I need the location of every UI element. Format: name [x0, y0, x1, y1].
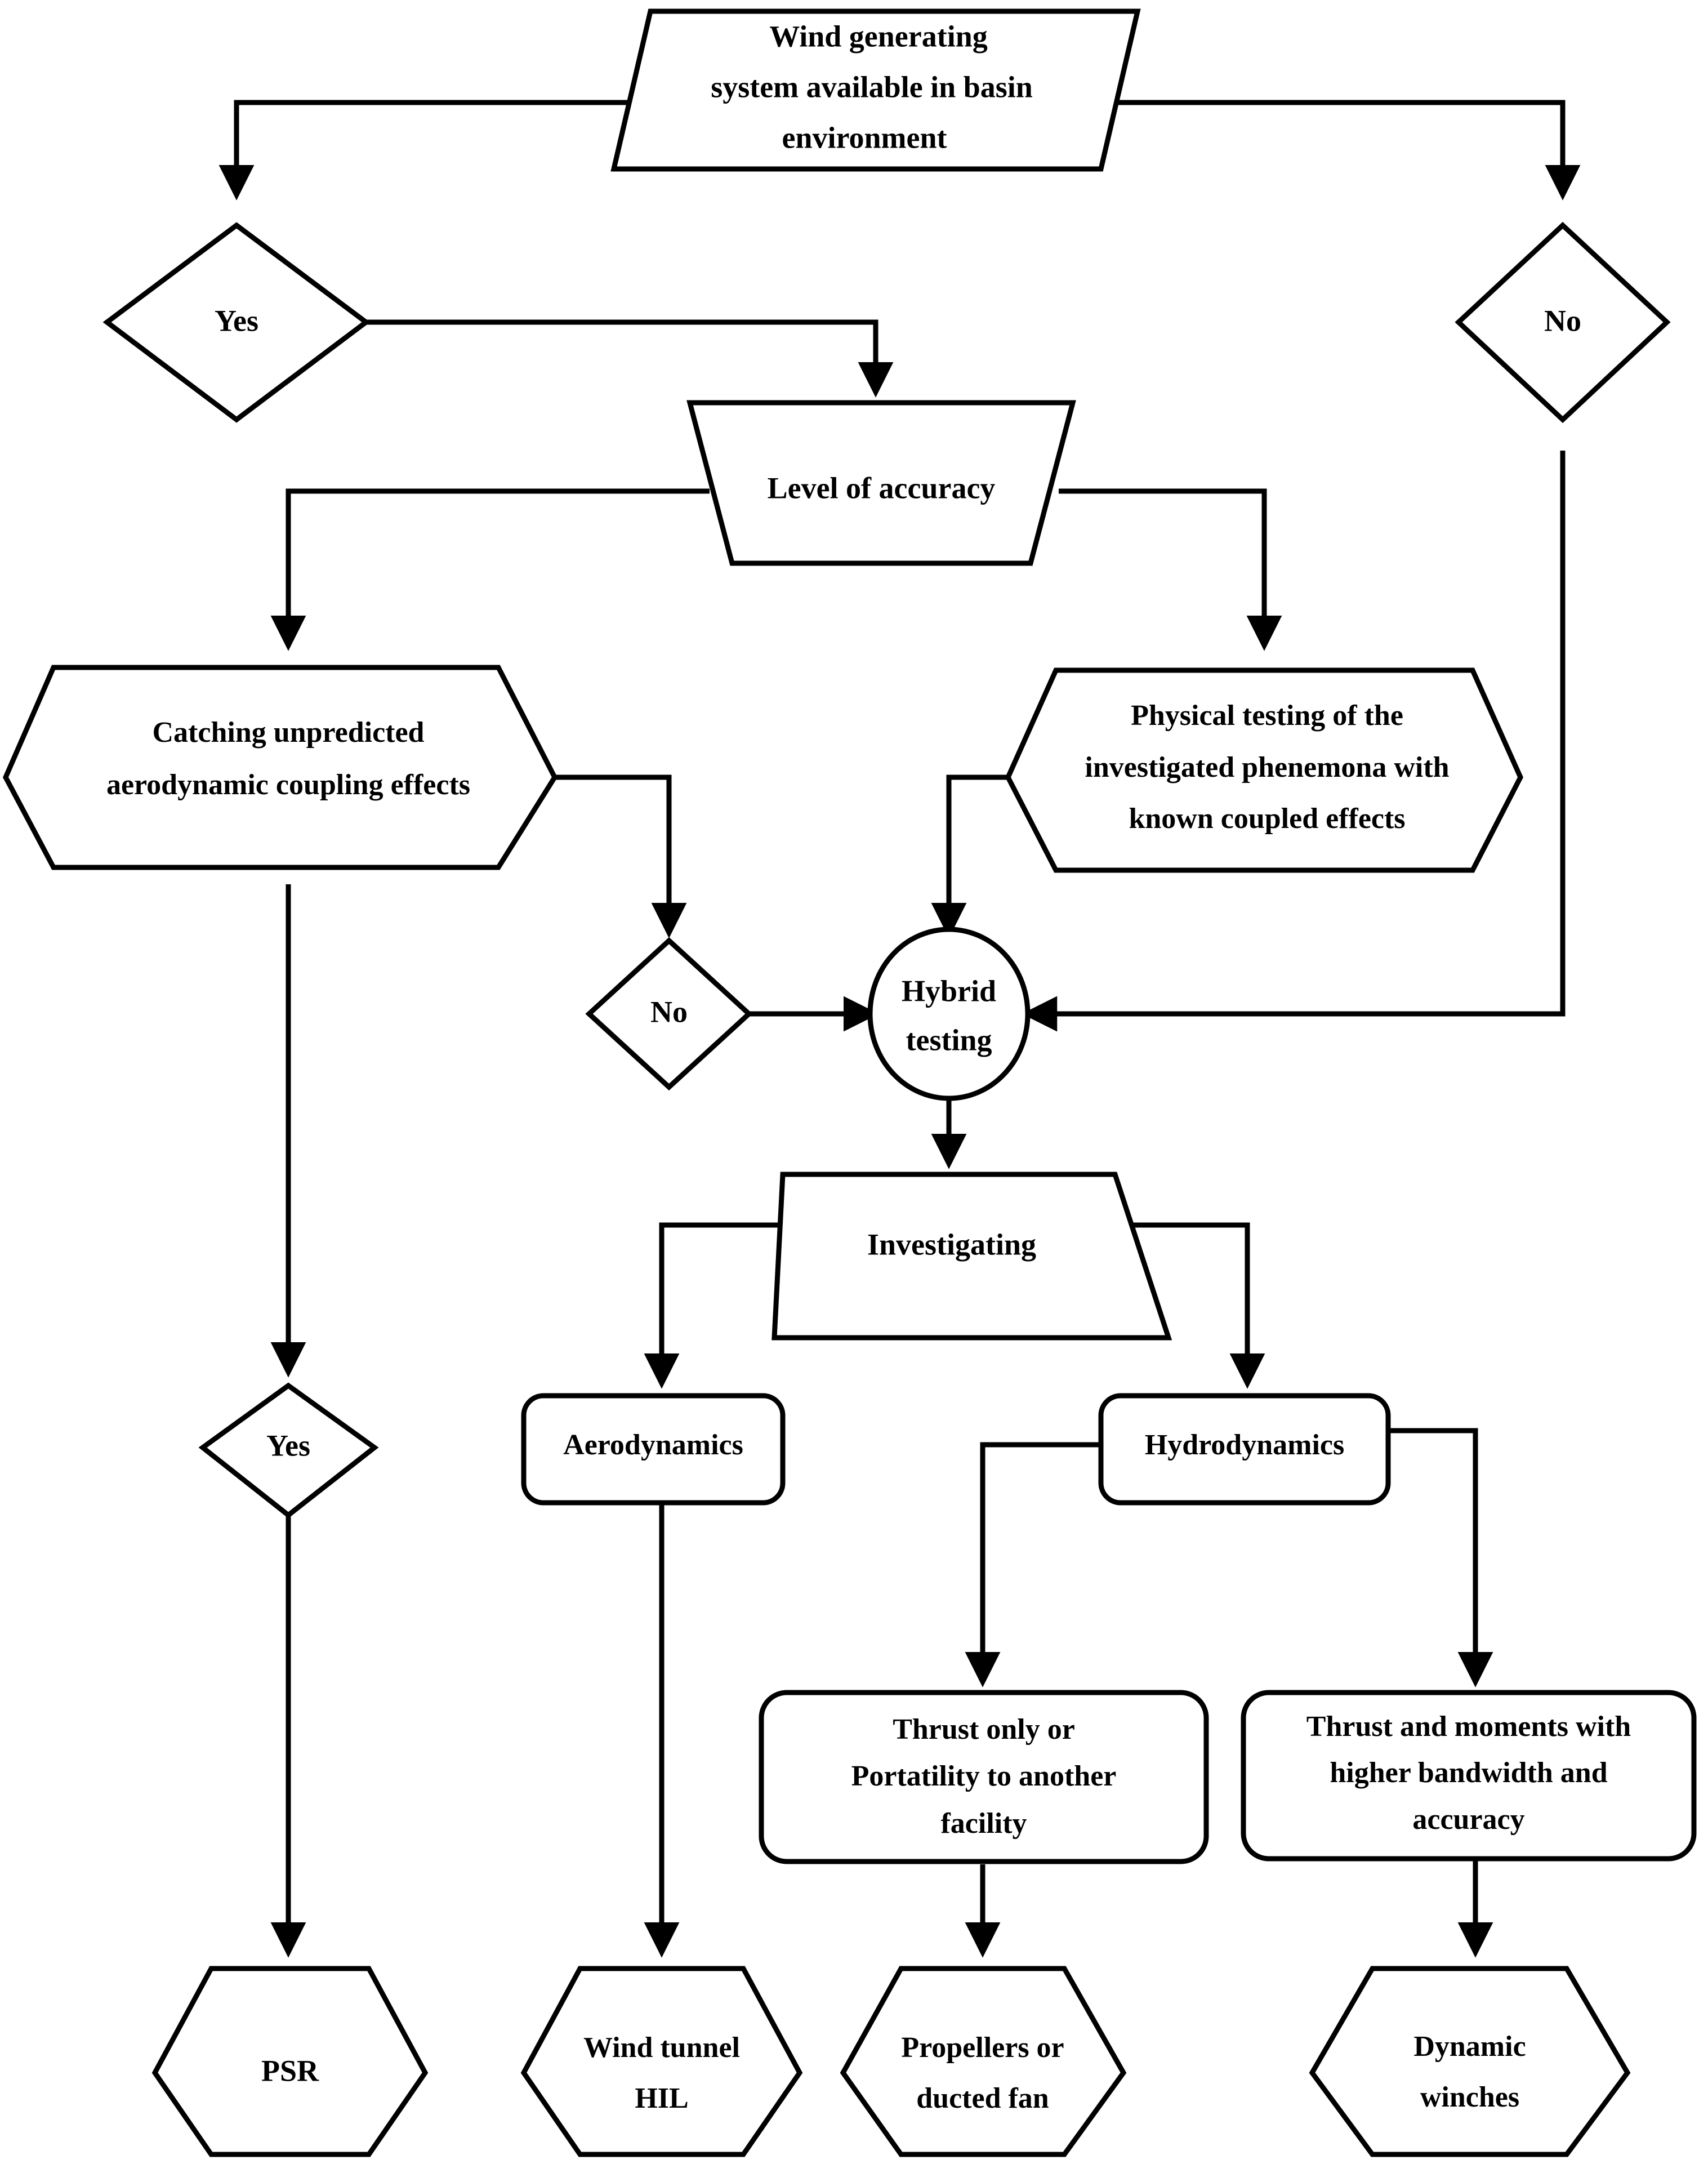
- thrust-only-line-1: Thrust only or: [893, 1713, 1075, 1745]
- level-label: Level of accuracy: [768, 471, 996, 505]
- node-investigating[interactable]: Investigating: [772, 1172, 1172, 1341]
- node-decision-yes-top[interactable]: Yes: [102, 222, 371, 423]
- catching-line-1: Catching unpredicted: [153, 716, 425, 749]
- thrust-only-box-shape: [759, 1690, 1209, 1864]
- yes-top-label: Yes: [215, 304, 258, 337]
- edge-start-to-no: [1118, 100, 1581, 201]
- yes-left-label: Yes: [266, 1428, 310, 1462]
- edge-start-to-yes: [218, 100, 650, 201]
- hybrid-line-2: testing: [906, 1023, 992, 1057]
- node-thrust-moments[interactable]: Thrust and moments with higher bandwidth…: [1241, 1690, 1697, 1862]
- yes-left-diamond-shape: [198, 1382, 379, 1519]
- thrust-moments-line-1: Thrust and moments with: [1306, 1711, 1631, 1743]
- psr-label: PSR: [261, 2054, 319, 2087]
- aerodynamics-box-shape: [521, 1393, 786, 1506]
- node-catching-effects[interactable]: Catching unpredicted aerodynamic couplin…: [3, 665, 558, 870]
- edge-level-to-catching: [270, 488, 710, 651]
- thrust-only-line-3: facility: [940, 1807, 1027, 1840]
- hydrodynamics-box-shape: [1098, 1393, 1391, 1506]
- edge-investigating-to-hydro: [1095, 1222, 1265, 1389]
- thrust-moments-line-2: higher bandwidth and: [1330, 1757, 1607, 1789]
- wind-tunnel-line-1: Wind tunnel: [583, 2032, 740, 2064]
- node-propellers[interactable]: Propellers or ducted fan: [840, 1966, 1127, 2157]
- node-dynamic-winches[interactable]: Dynamic winches: [1309, 1966, 1631, 2157]
- thrust-moments-box-shape: [1241, 1690, 1697, 1862]
- wind-tunnel-line-2: HIL: [635, 2082, 688, 2114]
- hydrodynamics-label: Hydrodynamics: [1145, 1429, 1344, 1461]
- propellers-line-1: Propellers or: [901, 2032, 1064, 2064]
- propellers-hexagon-shape: [840, 1966, 1127, 2157]
- level-trapezoid-shape: [686, 400, 1076, 566]
- start-line-2: system available in basin: [711, 70, 1033, 104]
- no-mid-diamond-shape: [585, 937, 753, 1091]
- edge-catching-to-no: [552, 774, 687, 938]
- dynamic-winches-line-1: Dynamic: [1413, 2030, 1526, 2063]
- edge-investigating-to-aero: [644, 1222, 802, 1389]
- node-hydrodynamics[interactable]: Hydrodynamics: [1098, 1393, 1391, 1506]
- hybrid-line-1: Hybrid: [902, 974, 996, 1008]
- edge-hydro-to-thrustmoments: [1390, 1428, 1493, 1687]
- node-hybrid-testing[interactable]: Hybrid testing: [867, 927, 1031, 1101]
- dynamic-winches-hexagon-shape: [1309, 1966, 1631, 2157]
- propellers-line-2: ducted fan: [916, 2082, 1049, 2114]
- node-decision-no-mid[interactable]: No: [585, 937, 753, 1091]
- catching-hexagon-shape: [3, 665, 558, 870]
- wind-tunnel-hexagon-shape: [520, 1966, 803, 2157]
- node-psr[interactable]: PSR: [151, 1966, 429, 2157]
- edge-physical-to-hybrid: [931, 774, 1011, 938]
- investigating-trapezoid-shape: [772, 1172, 1172, 1341]
- edge-level-to-physical: [1059, 488, 1282, 651]
- no-mid-label: No: [650, 995, 688, 1028]
- physical-line-1: Physical testing of the: [1131, 700, 1403, 732]
- node-start[interactable]: Wind generating system available in basi…: [610, 8, 1141, 172]
- no-top-label: No: [1544, 304, 1581, 337]
- start-parallelogram-shape: [610, 8, 1141, 172]
- start-line-1: Wind generating: [769, 19, 988, 53]
- investigating-label: Investigating: [867, 1227, 1036, 1261]
- node-physical-testing[interactable]: Physical testing of the investigated phe…: [1005, 667, 1523, 873]
- edge-yes-to-level: [360, 319, 894, 398]
- no-top-diamond-shape: [1455, 221, 1671, 424]
- edge-notop-to-hybrid: [1022, 451, 1566, 1032]
- start-line-3: environment: [782, 121, 947, 154]
- thrust-only-line-2: Portatility to another: [851, 1760, 1117, 1792]
- node-decision-yes-left[interactable]: Yes: [198, 1382, 379, 1519]
- node-thrust-only[interactable]: Thrust only or Portatility to another fa…: [759, 1690, 1209, 1864]
- node-decision-no-top[interactable]: No: [1455, 221, 1671, 424]
- physical-hexagon-shape: [1005, 667, 1523, 873]
- thrust-moments-line-3: accuracy: [1412, 1804, 1524, 1836]
- yes-top-diamond-shape: [102, 222, 371, 423]
- physical-line-2: investigated phenemona with: [1085, 751, 1449, 783]
- edge-hydro-to-thrustonly: [965, 1442, 1101, 1687]
- edge-layer: [218, 100, 1581, 1958]
- psr-hexagon-shape: [151, 1966, 429, 2157]
- node-aerodynamics[interactable]: Aerodynamics: [521, 1393, 786, 1506]
- dynamic-winches-line-2: winches: [1420, 2081, 1519, 2113]
- node-level-of-accuracy[interactable]: Level of accuracy: [686, 400, 1076, 566]
- node-wind-tunnel-hil[interactable]: Wind tunnel HIL: [520, 1966, 803, 2157]
- catching-line-2: aerodynamic coupling effects: [106, 769, 470, 801]
- physical-line-3: known coupled effects: [1129, 803, 1405, 835]
- hybrid-circle-shape: [867, 927, 1031, 1101]
- aerodynamics-label: Aerodynamics: [563, 1429, 743, 1461]
